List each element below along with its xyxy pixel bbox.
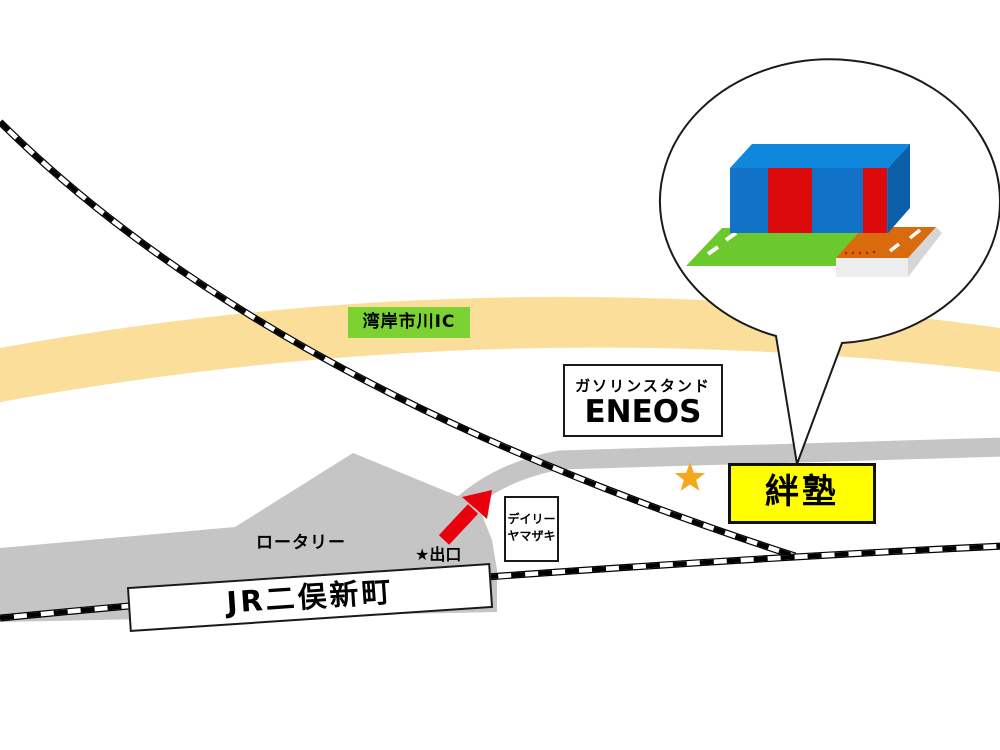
railway-diagonal (0, 119, 797, 560)
building-illustration (686, 144, 942, 277)
convenience-store-box: デイリー ヤマザキ (504, 496, 559, 562)
destination-box: 絆塾 (728, 463, 876, 524)
road (448, 437, 1000, 519)
pad-marks (888, 228, 922, 253)
interchange-label: 湾岸市川IC (348, 307, 470, 338)
building-pad (836, 227, 936, 258)
building-roof (730, 144, 910, 168)
building-slab-side (908, 227, 942, 277)
exit-arrow-icon (438, 490, 492, 545)
building-door-right (863, 168, 887, 233)
building-door-left (768, 168, 812, 233)
star-icon (674, 462, 706, 491)
destination-name: 絆塾 (765, 472, 839, 512)
convenience-store-name-line2: ヤマザキ (507, 529, 556, 543)
convenience-store-name-line1: デイリー (507, 512, 556, 526)
gas-station-name: ENEOS (584, 394, 702, 430)
building-side-face (888, 144, 910, 233)
building-slab-front (836, 258, 908, 277)
gas-station-type: ガソリンスタンド (575, 377, 711, 395)
ground-marks (706, 231, 738, 256)
gas-station-box: ガソリンスタンド ENEOS (563, 364, 723, 437)
rotary-label: ロータリー (256, 533, 346, 553)
exit-label: ★出口 (415, 545, 462, 564)
pad-dots (844, 250, 876, 255)
